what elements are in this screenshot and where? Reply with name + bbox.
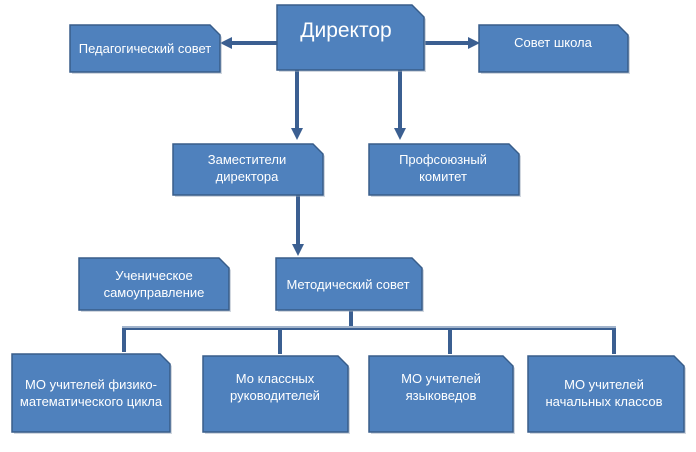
box-mo-physmath bbox=[11, 353, 171, 433]
connectors bbox=[122, 37, 616, 354]
label-director: Директор bbox=[300, 19, 392, 42]
box-mo-primary bbox=[527, 355, 685, 433]
label-methodical-council: Методический совет bbox=[286, 276, 410, 292]
label-school-council: Совет школа bbox=[514, 34, 592, 50]
label-mo-primary: МО учителей начальных классов bbox=[545, 377, 663, 409]
box-student-government bbox=[78, 257, 230, 311]
box-methodical-council bbox=[275, 257, 423, 311]
box-director bbox=[276, 4, 425, 71]
arrow-to-pedagogical bbox=[220, 37, 232, 49]
box-mo-class-teachers bbox=[202, 355, 349, 433]
box-pedagogical-council bbox=[69, 24, 221, 73]
label-trade-union: Профсоюзный комитет bbox=[399, 152, 487, 184]
box-trade-union bbox=[368, 143, 520, 196]
box-deputy-directors bbox=[172, 143, 324, 196]
boxes bbox=[11, 4, 686, 434]
arrow-to-trade-union bbox=[394, 128, 406, 140]
label-deputy-directors: Заместители директора bbox=[207, 152, 287, 184]
box-mo-linguists bbox=[368, 355, 514, 433]
label-mo-linguists: МО учителей языковедов bbox=[401, 371, 481, 403]
box-school-council bbox=[478, 24, 629, 73]
label-mo-physmath: МО учителей физико-математического цикла bbox=[19, 377, 163, 409]
arrow-to-methodical bbox=[292, 244, 304, 256]
label-mo-class-teachers: Мо классных руководителей bbox=[230, 371, 320, 403]
arrow-to-deputies bbox=[291, 128, 303, 140]
label-pedagogical-council: Педагогический совет bbox=[78, 40, 212, 56]
label-student-government: Ученическое самоуправление bbox=[103, 268, 205, 300]
arrow-to-school-council bbox=[468, 37, 480, 49]
